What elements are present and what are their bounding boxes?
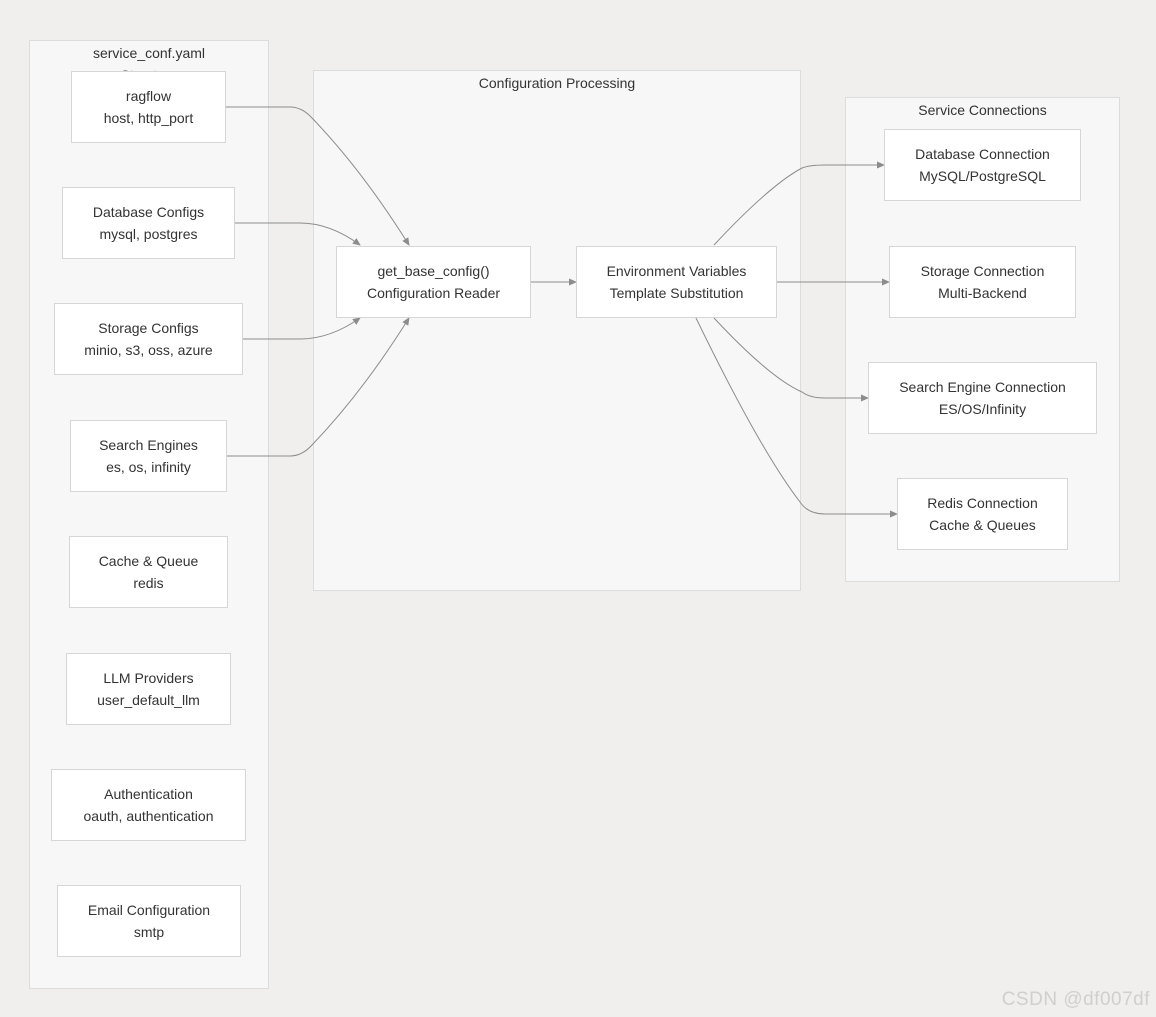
node-storage-connection[interactable]: Storage Connection Multi-Backend (889, 246, 1076, 318)
node-database-connection[interactable]: Database Connection MySQL/PostgreSQL (884, 129, 1081, 201)
node-search-engine-connection-title: Search Engine Connection (899, 379, 1066, 395)
node-ragflow-title: ragflow (125, 88, 172, 104)
node-search-engines-title: Search Engines (99, 437, 198, 453)
node-cache-queue-detail: redis (133, 575, 164, 591)
group-title-line-2: Structure (30, 64, 268, 72)
node-email-configuration-detail: smtp (133, 924, 165, 940)
node-database-configs-detail: mysql, postgres (99, 226, 198, 242)
group-title-line-1: service_conf.yaml (92, 45, 206, 61)
group-title-connections: Service Connections (918, 102, 1047, 118)
watermark: CSDN @df007df (1001, 989, 1150, 1010)
node-authentication[interactable]: Authentication oauth, authentication (51, 769, 246, 841)
node-search-engine-connection-detail: ES/OS/Infinity (938, 401, 1027, 417)
node-search-engine-connection[interactable]: Search Engine Connection ES/OS/Infinity (868, 362, 1097, 434)
node-storage-configs[interactable]: Storage Configs minio, s3, oss, azure (54, 303, 243, 375)
node-database-configs-title: Database Configs (92, 204, 205, 220)
node-llm-providers-title: LLM Providers (103, 670, 194, 686)
node-ragflow-detail: host, http_port (103, 110, 194, 126)
group-title-service-conf: service_conf.yaml Structure (30, 42, 268, 72)
node-redis-connection[interactable]: Redis Connection Cache & Queues (897, 478, 1068, 550)
node-database-connection-title: Database Connection (915, 146, 1050, 162)
group-configuration-processing: Configuration Processing (313, 70, 801, 591)
node-get-base-config-title: get_base_config() (377, 263, 490, 279)
node-search-engines-detail: es, os, infinity (106, 459, 191, 475)
node-redis-connection-detail: Cache & Queues (929, 517, 1036, 533)
node-storage-connection-title: Storage Connection (920, 263, 1045, 279)
node-search-engines[interactable]: Search Engines es, os, infinity (70, 420, 227, 492)
node-llm-providers[interactable]: LLM Providers user_default_llm (66, 653, 231, 725)
node-ragflow[interactable]: ragflow host, http_port (71, 71, 226, 143)
node-storage-configs-title: Storage Configs (98, 320, 199, 336)
node-database-configs[interactable]: Database Configs mysql, postgres (62, 187, 235, 259)
node-storage-configs-detail: minio, s3, oss, azure (84, 342, 213, 358)
node-get-base-config-detail: Configuration Reader (366, 285, 501, 301)
node-cache-queue[interactable]: Cache & Queue redis (69, 536, 228, 608)
node-cache-queue-title: Cache & Queue (98, 553, 199, 569)
node-get-base-config[interactable]: get_base_config() Configuration Reader (336, 246, 531, 318)
node-authentication-title: Authentication (104, 786, 193, 802)
node-redis-connection-title: Redis Connection (927, 495, 1038, 511)
node-environment-variables-detail: Template Substitution (609, 285, 744, 301)
node-email-configuration[interactable]: Email Configuration smtp (57, 885, 241, 957)
node-llm-providers-detail: user_default_llm (97, 692, 200, 708)
node-environment-variables-title: Environment Variables (606, 263, 747, 279)
node-database-connection-detail: MySQL/PostgreSQL (919, 168, 1046, 184)
node-environment-variables[interactable]: Environment Variables Template Substitut… (576, 246, 777, 318)
group-title-processing: Configuration Processing (478, 75, 636, 91)
group-service-conf: service_conf.yaml Structure (29, 40, 269, 989)
node-email-configuration-title: Email Configuration (87, 902, 211, 918)
node-storage-connection-detail: Multi-Backend (938, 285, 1027, 301)
node-authentication-detail: oauth, authentication (83, 808, 214, 824)
